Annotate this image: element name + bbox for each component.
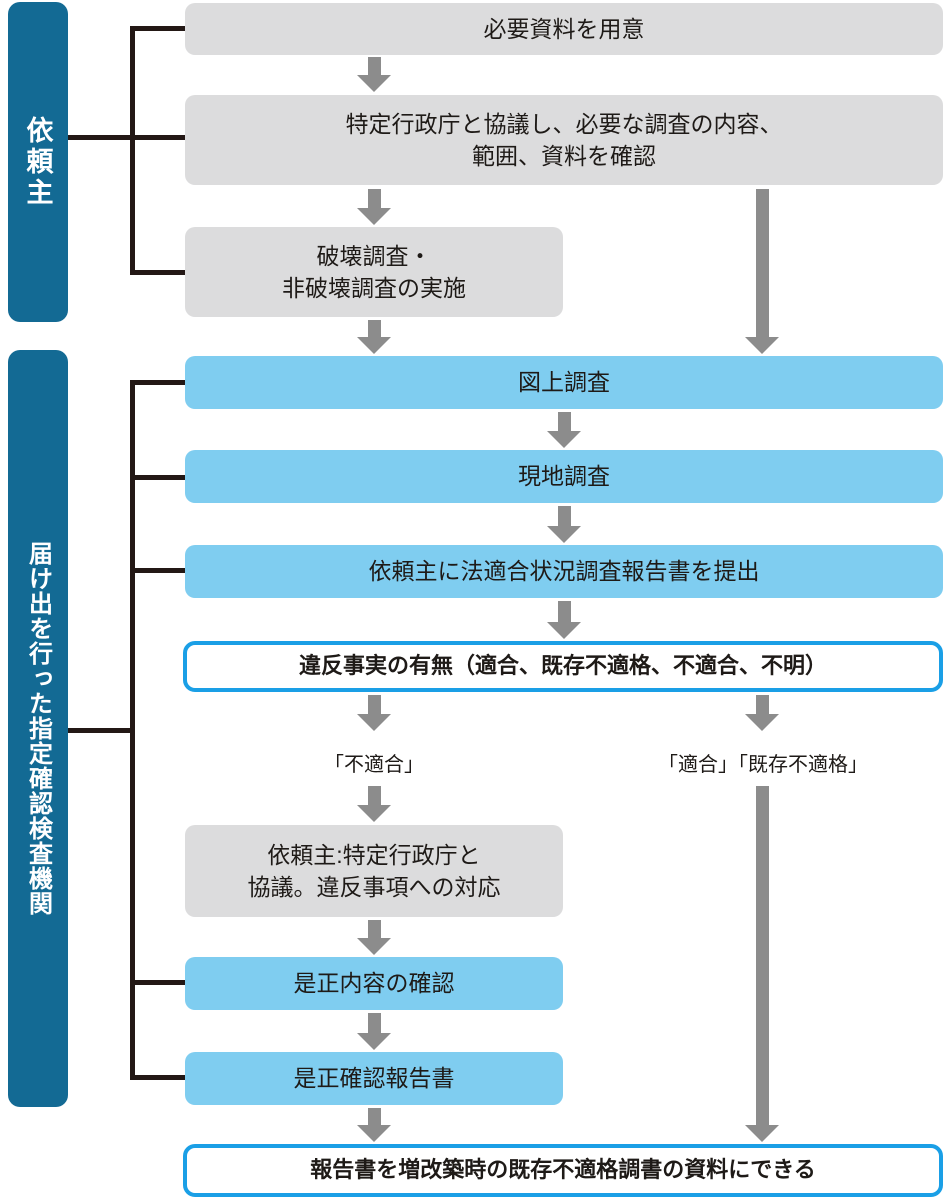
node-violation-check: 違反事実の有無（適合、既存不適格、不適合、不明）	[183, 641, 943, 692]
bracket-agency-branch-submit	[130, 568, 185, 573]
node-consult-violation-text: 依頼主:特定行政庁と 協議。違反事項への対応	[247, 841, 501, 900]
arrow-destructive-to-desk	[357, 320, 391, 354]
arrow-shaft	[367, 1108, 381, 1125]
arrow-noncompliant-to-consult-violation	[357, 786, 391, 822]
node-prepare: 必要資料を用意	[185, 3, 943, 55]
arrow-violation-to-compliant	[745, 695, 779, 731]
arrow-head-icon	[547, 526, 581, 543]
bracket-agency-connector	[68, 728, 130, 733]
node-prepare-text: 必要資料を用意	[483, 15, 645, 42]
arrow-desk-to-site	[547, 412, 581, 448]
arrow-head-icon	[547, 431, 581, 448]
node-submit-report-text: 依頼主に法適合状況調査報告書を提出	[368, 558, 760, 585]
arrow-consult-to-destructive	[357, 189, 391, 225]
arrow-report-to-final	[357, 1108, 391, 1142]
node-desk-survey-text: 図上調査	[518, 369, 610, 396]
node-destructive: 破壊調査・ 非破壊調査の実施	[185, 227, 563, 317]
arrow-shaft	[367, 57, 381, 75]
arrow-consult-violation-to-confirm	[357, 920, 391, 955]
arrow-shaft	[755, 786, 769, 1125]
arrow-head-icon	[745, 1125, 779, 1142]
arrow-head-icon	[357, 1033, 391, 1050]
bracket-client-branch-prepare	[130, 26, 185, 31]
arrow-head-icon	[357, 938, 391, 955]
arrow-shaft	[557, 412, 571, 431]
lane-client-label: 依頼主	[22, 115, 53, 209]
bracket-agency-branch-site	[130, 475, 185, 480]
arrow-shaft	[367, 1013, 381, 1033]
arrow-violation-to-noncompliant	[357, 695, 391, 731]
arrow-confirm-to-report	[357, 1013, 391, 1050]
bracket-client-vertical	[130, 26, 135, 275]
arrow-consult-to-desk-long	[745, 189, 779, 354]
arrow-head-icon	[357, 208, 391, 225]
bracket-agency-branch-report	[130, 1075, 185, 1080]
node-site-survey-text: 現地調査	[518, 463, 610, 490]
bracket-agency-branch-confirm	[130, 980, 185, 985]
arrow-head-icon	[357, 337, 391, 354]
bracket-client-branch-consult	[68, 135, 185, 140]
arrow-shaft	[367, 695, 381, 714]
node-consult-text: 特定行政庁と協議し、必要な調査の内容、 範囲、資料を確認	[345, 110, 783, 169]
node-destructive-text: 破壊調査・ 非破壊調査の実施	[282, 242, 466, 301]
arrow-head-icon	[357, 1125, 391, 1142]
arrow-shaft	[367, 786, 381, 805]
arrow-site-to-submit	[547, 506, 581, 543]
arrow-shaft	[367, 920, 381, 938]
arrow-head-icon	[357, 75, 391, 92]
lane-client-bar: 依頼主	[8, 2, 68, 322]
node-site-survey: 現地調査	[185, 450, 943, 503]
branch-label-noncompliant: 「不適合」	[324, 754, 424, 776]
arrow-submit-to-violation	[547, 601, 581, 639]
node-consult: 特定行政庁と協議し、必要な調査の内容、 範囲、資料を確認	[185, 95, 943, 185]
arrow-head-icon	[357, 805, 391, 822]
arrow-shaft	[367, 189, 381, 208]
node-confirm-correction: 是正内容の確認	[185, 957, 563, 1010]
arrow-head-icon	[547, 622, 581, 639]
bracket-agency-vertical	[130, 380, 135, 1080]
lane-agency-bar: 届け出を行った指定確認検査機関	[8, 350, 68, 1107]
arrow-compliant-to-final-long	[745, 786, 779, 1142]
node-correction-report-text: 是正確認報告書	[293, 1065, 455, 1092]
arrow-head-icon	[357, 714, 391, 731]
arrow-shaft	[367, 320, 381, 337]
node-final-use-text: 報告書を増改築時の既存不適格調書の資料にできる	[310, 1157, 816, 1183]
arrow-shaft	[755, 695, 769, 714]
arrow-head-icon	[745, 714, 779, 731]
arrow-head-icon	[745, 337, 779, 354]
lane-agency-label: 届け出を行った指定確認検査機関	[24, 541, 52, 916]
node-consult-violation: 依頼主:特定行政庁と 協議。違反事項への対応	[185, 825, 563, 917]
branch-label-compliant: 「適合」「既存不適格」	[658, 754, 868, 776]
node-submit-report: 依頼主に法適合状況調査報告書を提出	[185, 545, 943, 598]
bracket-client-branch-destructive	[130, 270, 185, 275]
node-desk-survey: 図上調査	[185, 356, 943, 409]
arrow-shaft	[557, 506, 571, 526]
node-confirm-correction-text: 是正内容の確認	[293, 970, 455, 997]
node-correction-report: 是正確認報告書	[185, 1052, 563, 1105]
node-violation-check-text: 違反事実の有無（適合、既存不適格、不適合、不明）	[298, 653, 827, 679]
node-final-use: 報告書を増改築時の既存不適格調書の資料にできる	[183, 1144, 943, 1197]
arrow-shaft	[557, 601, 571, 622]
arrow-shaft	[755, 189, 769, 337]
bracket-agency-branch-desk	[130, 380, 185, 385]
arrow-prepare-to-consult	[357, 57, 391, 92]
